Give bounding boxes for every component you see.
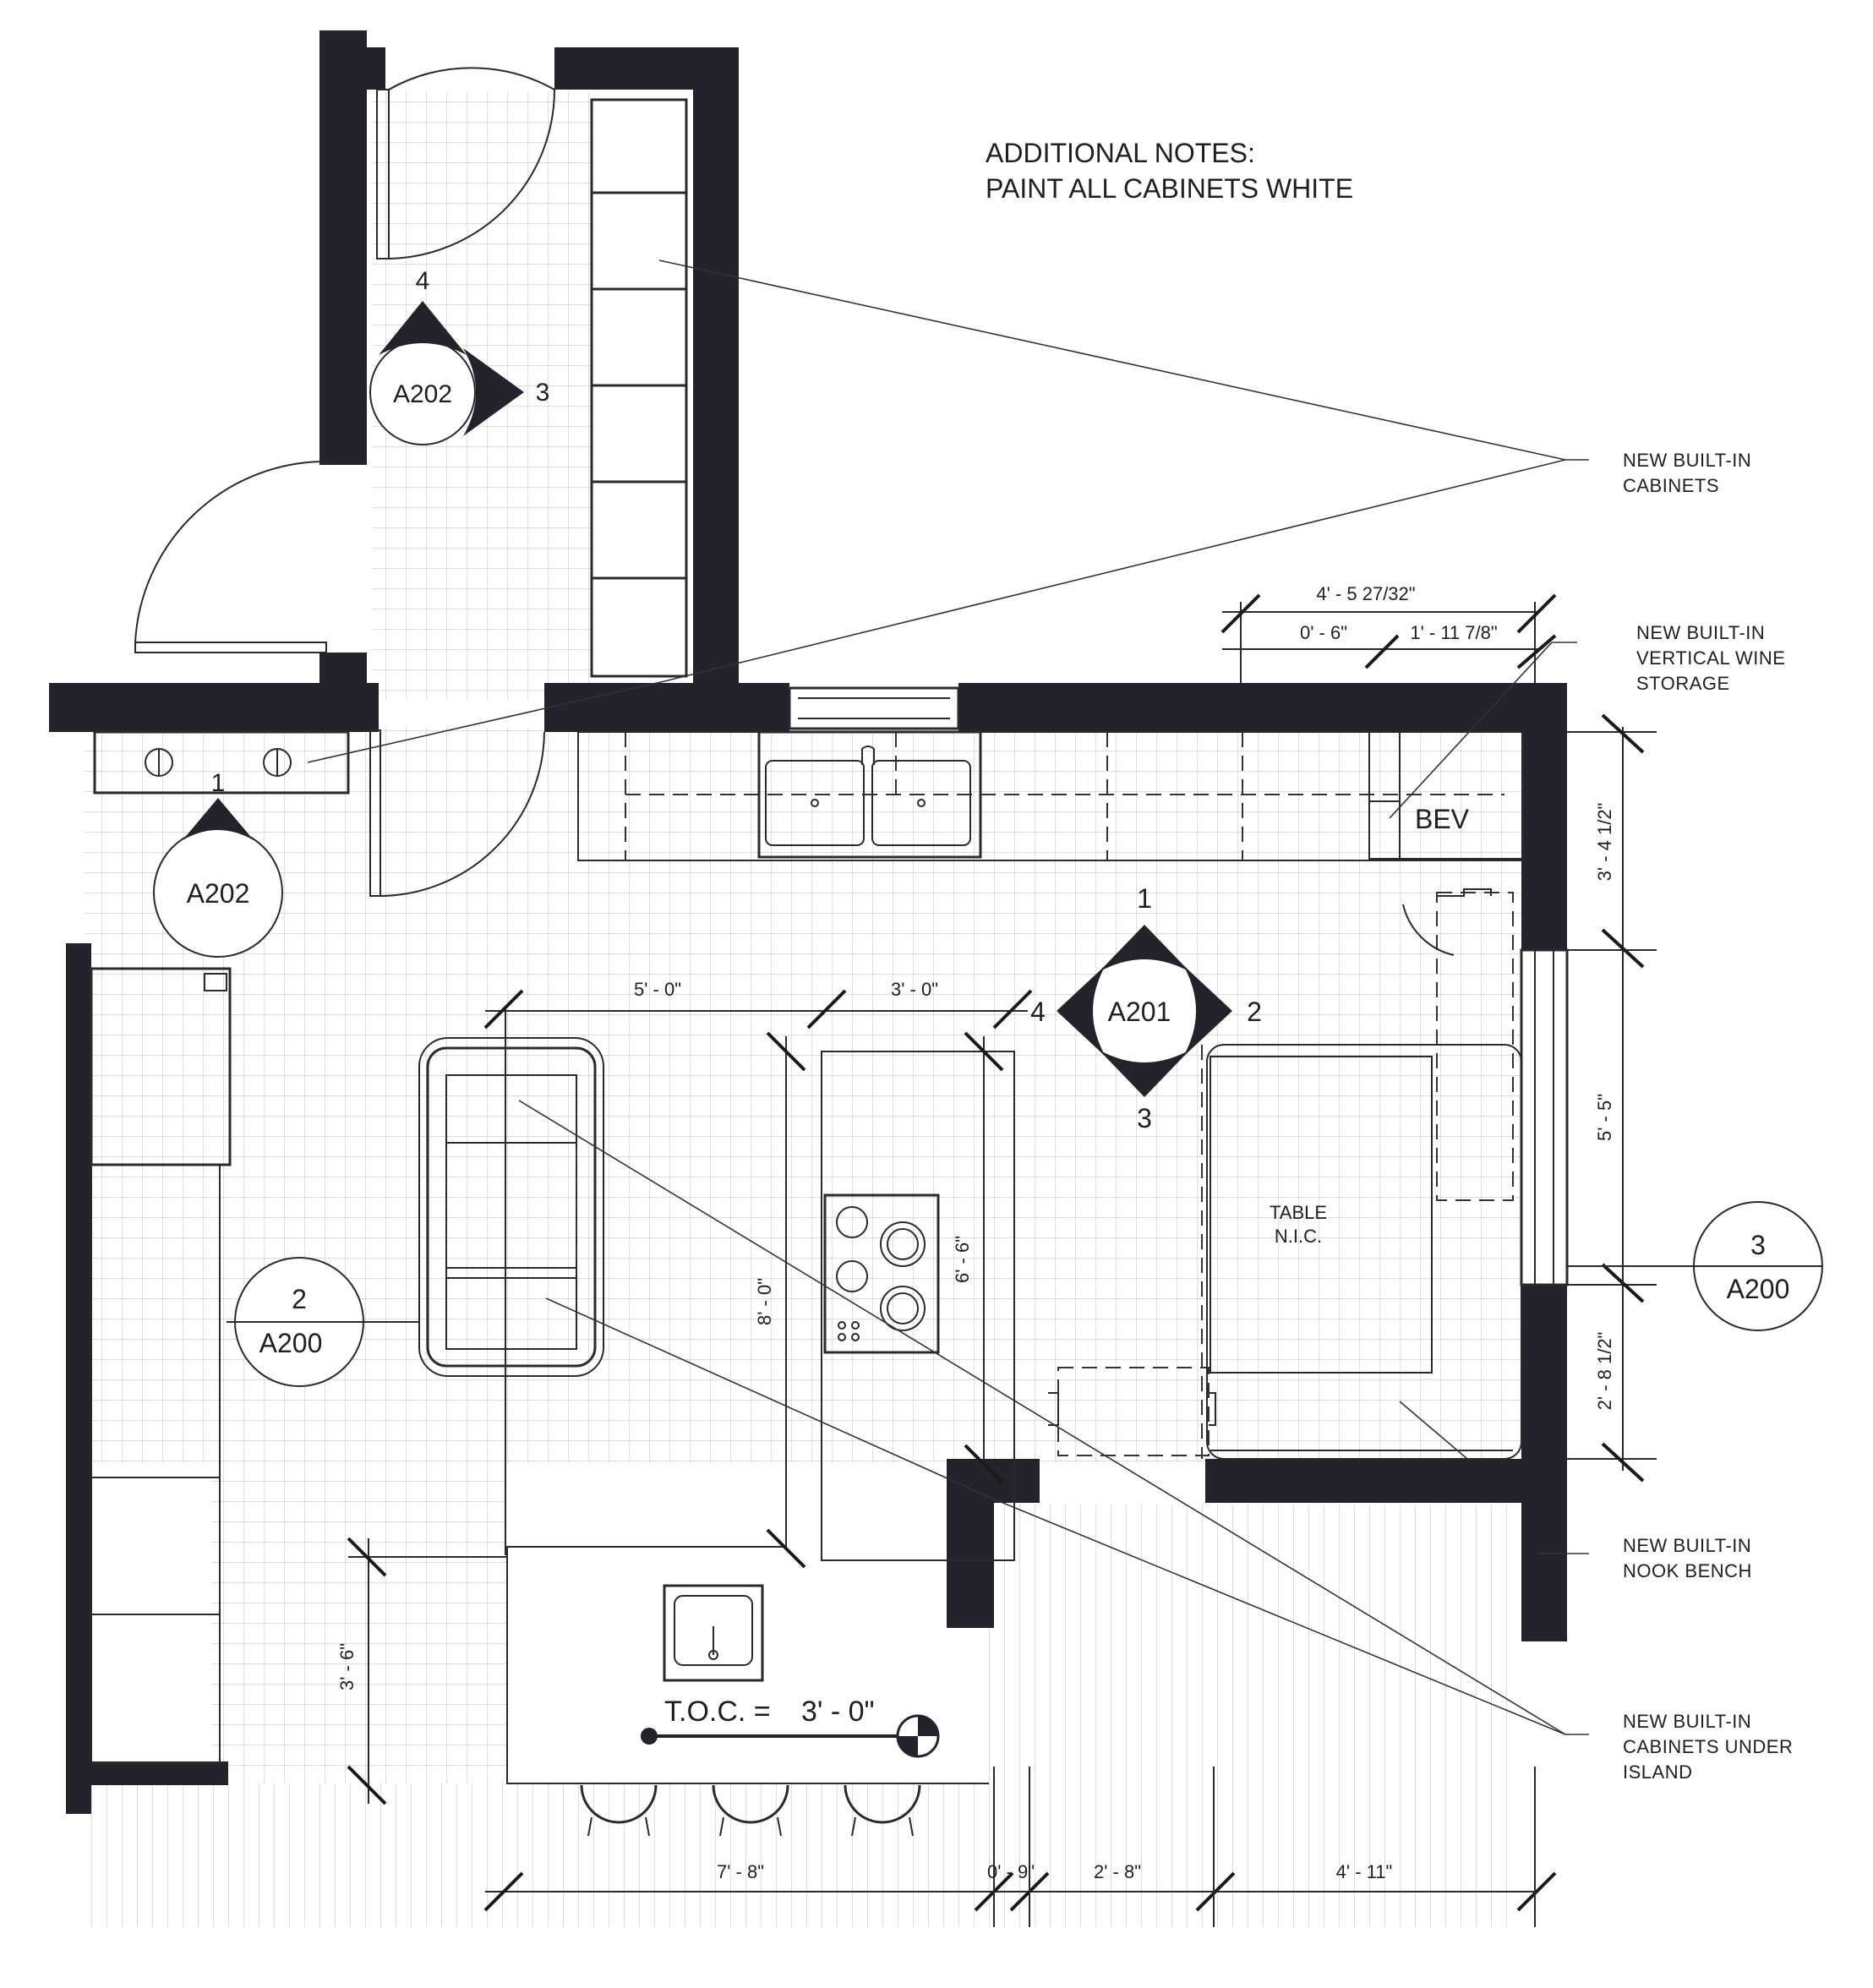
section-marker-a202-lower: 1 A202	[153, 769, 283, 958]
dim-bottom-1: 7' - 8"	[717, 1861, 764, 1882]
callout-wine: STORAGE	[1636, 673, 1730, 694]
toc-label: T.O.C. =	[664, 1696, 771, 1728]
wood-floor	[85, 1505, 1521, 1927]
section-marker-sheet: A202	[187, 878, 250, 909]
toc-marker: T.O.C. = 3' - 0"	[641, 1696, 940, 1758]
callout-island: ISLAND	[1623, 1761, 1692, 1783]
walls	[49, 30, 1567, 1814]
dim-left-3ft6: 3' - 6"	[336, 1643, 358, 1690]
dim-island-6ft: 6' - 6"	[952, 1236, 973, 1283]
notes-line: PAINT ALL CABINETS WHITE	[986, 173, 1353, 204]
pantry-cabinets	[590, 98, 688, 678]
table-label-1: TABLE	[1270, 1202, 1327, 1223]
callout-island: CABINETS UNDER	[1623, 1736, 1793, 1757]
callout-bench: NEW BUILT-IN	[1623, 1535, 1751, 1556]
callout-wine: NEW BUILT-IN	[1636, 622, 1765, 643]
callout-bench: NOOK BENCH	[1623, 1560, 1752, 1581]
elevation-marker-a200-right: 3 A200	[1567, 1201, 1823, 1331]
callout-island: NEW BUILT-IN	[1623, 1711, 1751, 1732]
dim-top-small: 0' - 6"	[1300, 622, 1347, 643]
elevation-sheet: A200	[259, 1328, 323, 1358]
callout-cabinets: NEW BUILT-IN	[1623, 450, 1751, 471]
section-marker-number: 1	[211, 769, 226, 797]
notes-heading: ADDITIONAL NOTES:	[986, 138, 1255, 168]
dim-top-right: 1' - 11 7/8"	[1410, 622, 1497, 643]
dim-bottom-3: 2' - 8"	[1094, 1861, 1141, 1882]
dim-bottom-2: 0' - 9"	[987, 1861, 1035, 1882]
callout-cabinets: CABINETS	[1623, 475, 1719, 496]
section-marker-a201: 1 2 3 4 A201	[1030, 883, 1262, 1133]
section-marker-number: 4	[416, 267, 430, 295]
window-top	[788, 686, 960, 730]
island-seating	[418, 1037, 604, 1377]
section-marker-sheet: A202	[393, 380, 452, 408]
elevation-sheet: A200	[1727, 1274, 1790, 1304]
dim-right-3: 2' - 8 1/2"	[1594, 1332, 1615, 1411]
callout-wine: VERTICAL WINE	[1636, 647, 1785, 669]
section-marker-number: 1	[1137, 883, 1152, 914]
fridge-area	[1402, 888, 1514, 1201]
elevation-number: 2	[292, 1284, 307, 1314]
dim-top-overall: 4' - 5 27/32"	[1316, 583, 1415, 604]
section-marker-number: 3	[1137, 1103, 1152, 1133]
leader-lines	[307, 259, 1589, 1735]
dim-right-2: 5' - 5"	[1594, 1094, 1615, 1141]
dim-island-3ft: 3' - 0"	[891, 979, 938, 1000]
section-marker-number: 2	[1247, 997, 1262, 1027]
table-label-2: N.I.C.	[1275, 1226, 1322, 1247]
nook-bench	[1048, 1044, 1522, 1460]
section-marker-number: 4	[1030, 997, 1046, 1027]
dim-island-5ft: 5' - 0"	[634, 979, 681, 1000]
dim-island-8ft: 8' - 0"	[754, 1278, 775, 1325]
bev-label: BEV	[1415, 804, 1470, 834]
window-right	[1520, 948, 1569, 1286]
left-cabinets	[90, 967, 232, 1764]
elevation-number: 3	[1750, 1230, 1766, 1260]
toc-value: 3' - 0"	[801, 1696, 875, 1728]
bar-stools	[580, 1784, 921, 1837]
section-marker-sheet: A201	[1108, 997, 1171, 1027]
doors	[134, 67, 555, 897]
vanity	[93, 730, 350, 795]
elevation-marker-a200-left: 2 A200	[227, 1257, 419, 1387]
dimension-lines	[347, 593, 1657, 1927]
dim-right-1: 3' - 4 1/2"	[1594, 803, 1615, 882]
base-cabinets-top	[577, 730, 1524, 861]
section-marker-a202-upper: 4 3 A202	[369, 267, 550, 445]
dim-bottom-4: 4' - 11"	[1336, 1861, 1393, 1882]
section-marker-number: 3	[536, 379, 550, 407]
